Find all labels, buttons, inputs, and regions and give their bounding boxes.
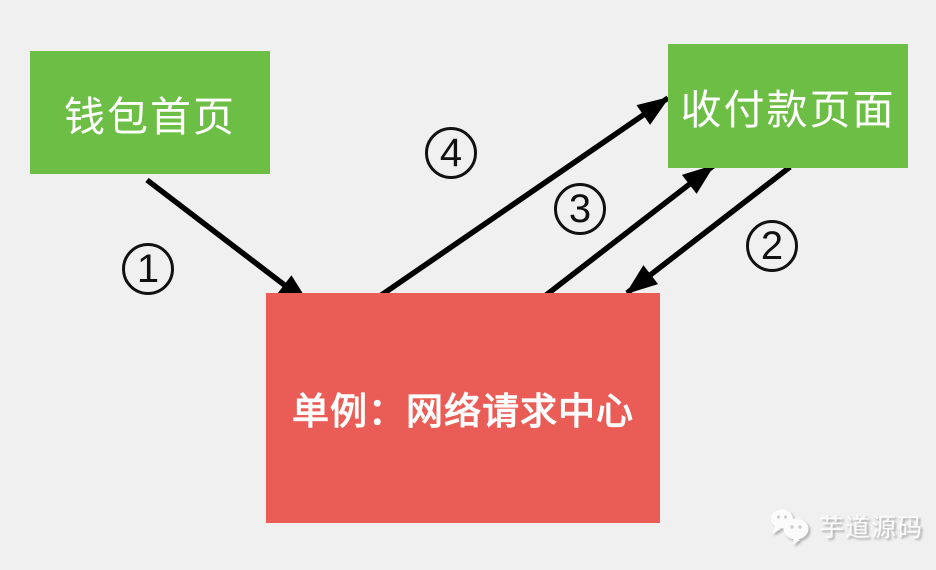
node-wallet-home: 钱包首页 [30, 51, 270, 174]
node-payment-page-label: 收付款页面 [680, 87, 896, 133]
arrow-step-1 [145, 177, 310, 306]
wechat-icon [771, 509, 809, 545]
step-badge-2: 2 [746, 220, 798, 272]
node-wallet-home-label: 钱包首页 [64, 93, 236, 140]
watermark: 芋道源码 [768, 506, 923, 546]
step-badge-3-label: 3 [568, 187, 592, 231]
arrow-step-4 [378, 95, 670, 299]
step-badge-1: 1 [122, 243, 174, 295]
step-badge-4-label: 4 [439, 131, 463, 175]
step-badge-1-label: 1 [136, 247, 160, 291]
step-badge-2-label: 2 [760, 224, 784, 268]
step-badge-4: 4 [425, 127, 477, 179]
node-singleton-center-label: 单例：网络请求中心 [292, 391, 634, 432]
step-badge-3: 3 [554, 183, 606, 235]
watermark-text: 芋道源码 [819, 514, 924, 542]
node-singleton-center: 单例：网络请求中心 [266, 293, 660, 523]
node-payment-page: 收付款页面 [668, 44, 908, 168]
